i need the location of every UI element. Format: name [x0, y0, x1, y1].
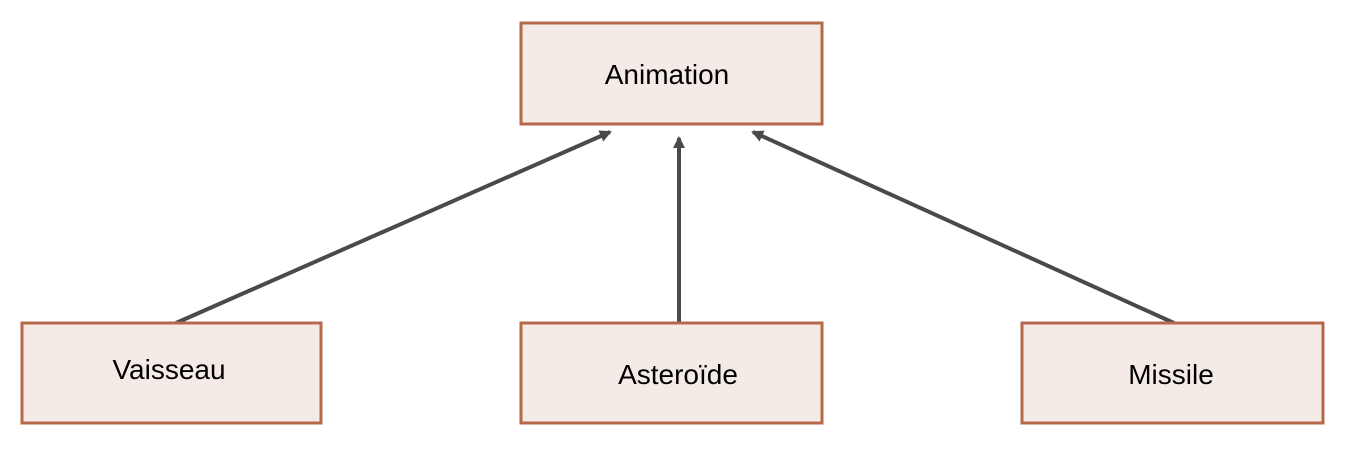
node-missile-label: Missile [1128, 359, 1214, 390]
node-vaisseau-box [20, 321, 323, 425]
node-animation-label: Animation [605, 59, 730, 90]
node-vaisseau-label: Vaisseau [112, 354, 225, 385]
edge-vaisseau-to-animation [175, 130, 612, 325]
edge-missile-to-animation [751, 130, 1175, 325]
node-asteroide: Asteroïde [519, 321, 824, 425]
node-vaisseau: Vaisseau [20, 321, 323, 425]
node-missile: Missile [1020, 321, 1325, 425]
node-animation: Animation [519, 21, 824, 126]
node-asteroide-label: Asteroïde [618, 359, 738, 390]
node-asteroide-box [519, 321, 824, 425]
node-missile-box [1020, 321, 1325, 425]
node-animation-box [519, 21, 824, 126]
edges [175, 130, 1175, 325]
